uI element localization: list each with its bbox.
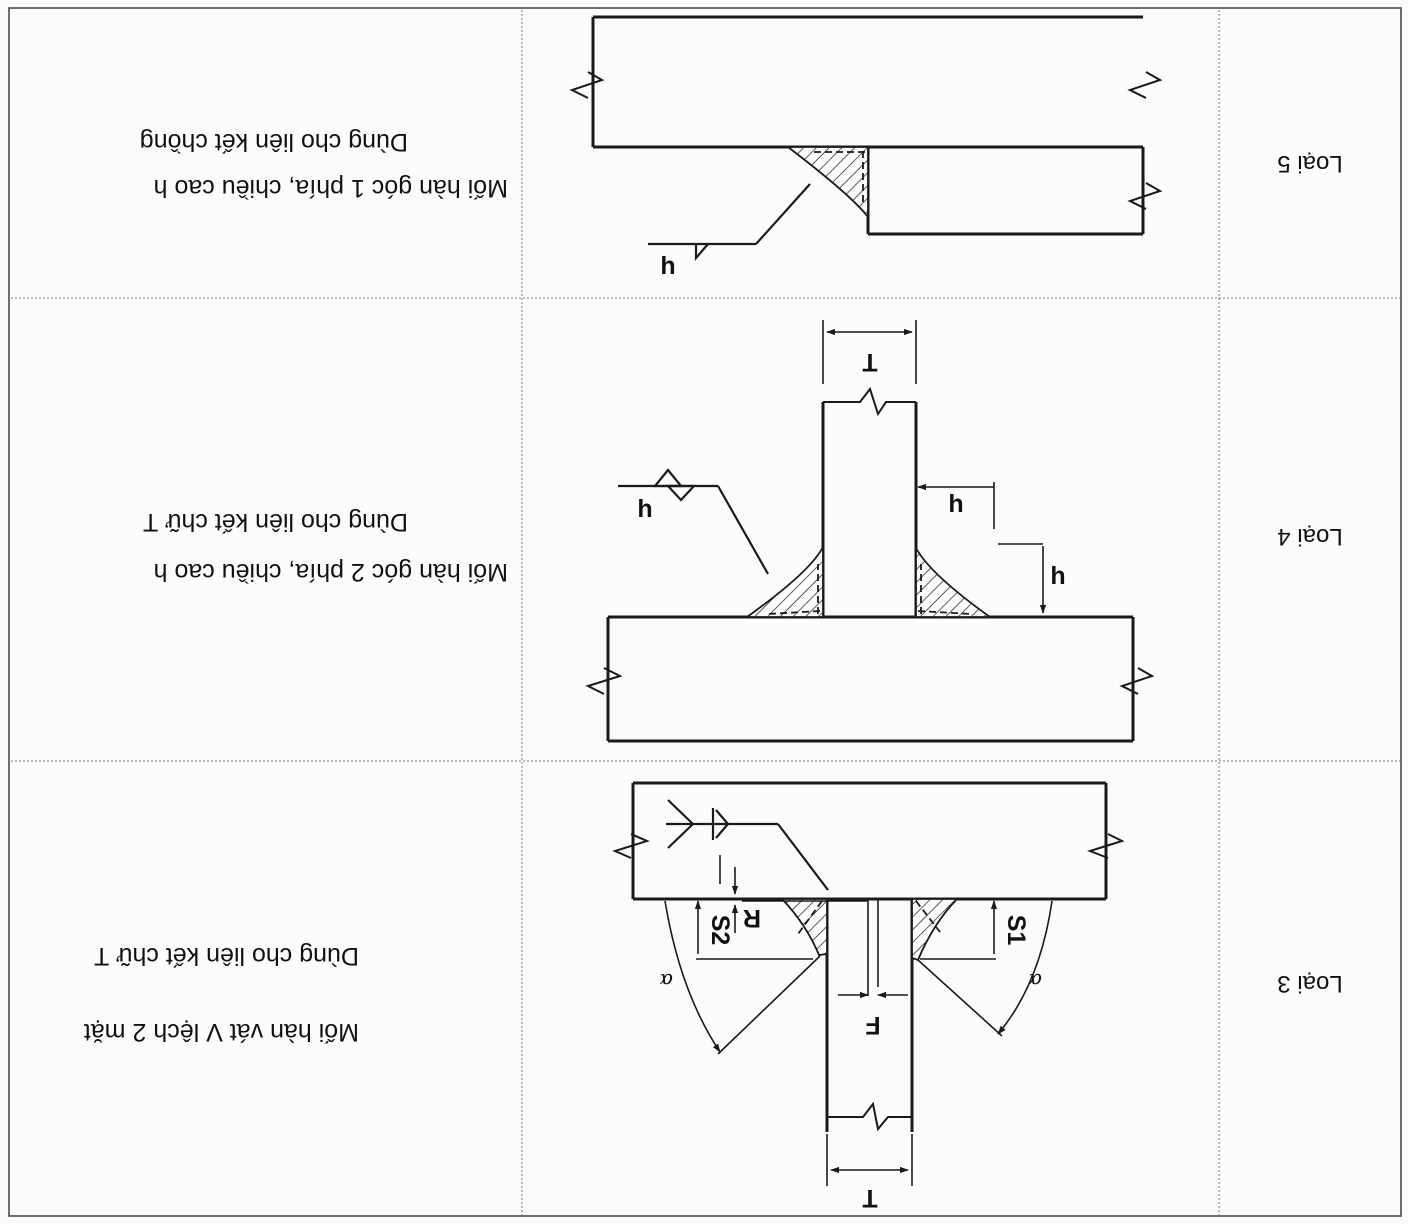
svg-text:h: h [1050,562,1065,590]
svg-text:T: T [862,1184,877,1212]
fillet-weld-symbol [652,468,684,488]
type-label: Loại 3 [1277,970,1342,997]
weld-symbol [715,809,730,839]
type-label: Loại 4 [1277,523,1342,550]
break-line [1127,182,1163,210]
svg-text:Mối hàn góc 1 phía, chiều cao: Mối hàn góc 1 phía, chiều cao h [154,174,508,202]
break-line [569,71,605,99]
svg-text:Mối hàn góc 2 phía, chiều cao: Mối hàn góc 2 phía, chiều cao h [154,558,508,586]
weld-symbol [667,799,694,849]
table-border [8,7,1402,1217]
svg-text:h: h [948,490,963,518]
row-type-4: Loại 4 T [143,320,1343,743]
fillet-weld-symbol [665,484,697,502]
break-line [1119,667,1155,695]
break-line [1127,71,1163,99]
type-label: Loại 5 [1277,150,1342,177]
break-line [823,386,916,417]
diagram-double-bevel-t-joint: F T S1 S2 R α α [612,781,1125,1212]
row-description: Mối hàn góc 2 phía, chiều cao h Dùng cho… [143,508,508,586]
svg-text:Mối hàn vát V lệch 2 mặt: Mối hàn vát V lệch 2 mặt [84,1018,359,1046]
svg-text:F: F [865,1011,880,1039]
fillet-weld-symbol [694,243,709,261]
fillet-weld-left [744,546,824,618]
fillet-weld [785,146,869,220]
svg-text:Dùng cho liên kết chữ T: Dùng cho liên kết chữ T [94,942,359,970]
row-description: Mối hàn vát V lệch 2 mặt Dùng cho liên k… [84,942,359,1046]
svg-text:T: T [862,348,877,376]
svg-text:h: h [637,495,652,523]
svg-text:α: α [1028,969,1042,993]
break-line [1086,833,1125,859]
svg-text:Dùng cho liên kết chữ T: Dùng cho liên kết chữ T [143,508,408,536]
svg-text:Dùng cho liên kết chồng: Dùng cho liên kết chồng [140,128,408,156]
break-line [827,1101,912,1132]
break-line [612,833,650,859]
svg-text:h: h [660,252,675,280]
svg-text:S2: S2 [706,915,734,946]
diagram-lap-joint: h [569,15,1163,280]
svg-text:R: R [743,904,761,932]
row-type-3: Loại 3 F [84,781,1343,1212]
svg-text:S1: S1 [1002,915,1030,946]
fillet-weld-right [915,547,993,618]
svg-text:α: α [659,969,673,993]
row-description: Mối hàn góc 1 phía, chiều cao h Dùng cho… [140,128,508,202]
break-line [585,667,623,695]
diagram-double-fillet-t-joint: T h h h [585,320,1155,743]
row-type-5: Loại 5 h Mối hàn góc 1 phía, chiều cao [140,15,1343,280]
weld-bead-left [779,898,828,956]
weld-bead-right [911,898,960,962]
